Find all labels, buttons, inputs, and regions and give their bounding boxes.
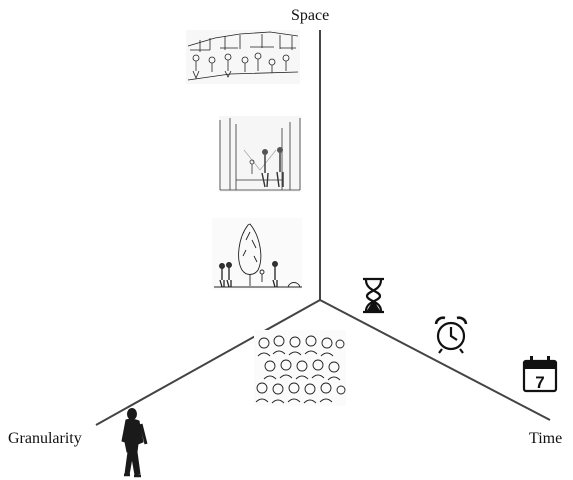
space-axis-label: Space bbox=[291, 7, 330, 24]
single-walking-person-sketch bbox=[121, 408, 148, 478]
alarm-clock-icon bbox=[434, 316, 468, 354]
hourglass-icon bbox=[363, 277, 384, 314]
crowd-of-people-sketch bbox=[254, 330, 346, 406]
street-with-pedestrians-sketch bbox=[219, 116, 301, 192]
single-tree-with-people-sketch bbox=[212, 218, 302, 290]
crowded-street-sketch bbox=[186, 30, 300, 84]
calendar-day-text: 7 bbox=[535, 373, 544, 392]
calendar-icon: 7 bbox=[522, 356, 558, 393]
time-axis-line bbox=[319, 299, 551, 421]
granularity-axis-label: Granularity bbox=[8, 430, 82, 447]
granularity-axis-line bbox=[95, 299, 321, 426]
axes bbox=[95, 30, 551, 426]
time-axis-label: Time bbox=[529, 430, 563, 447]
